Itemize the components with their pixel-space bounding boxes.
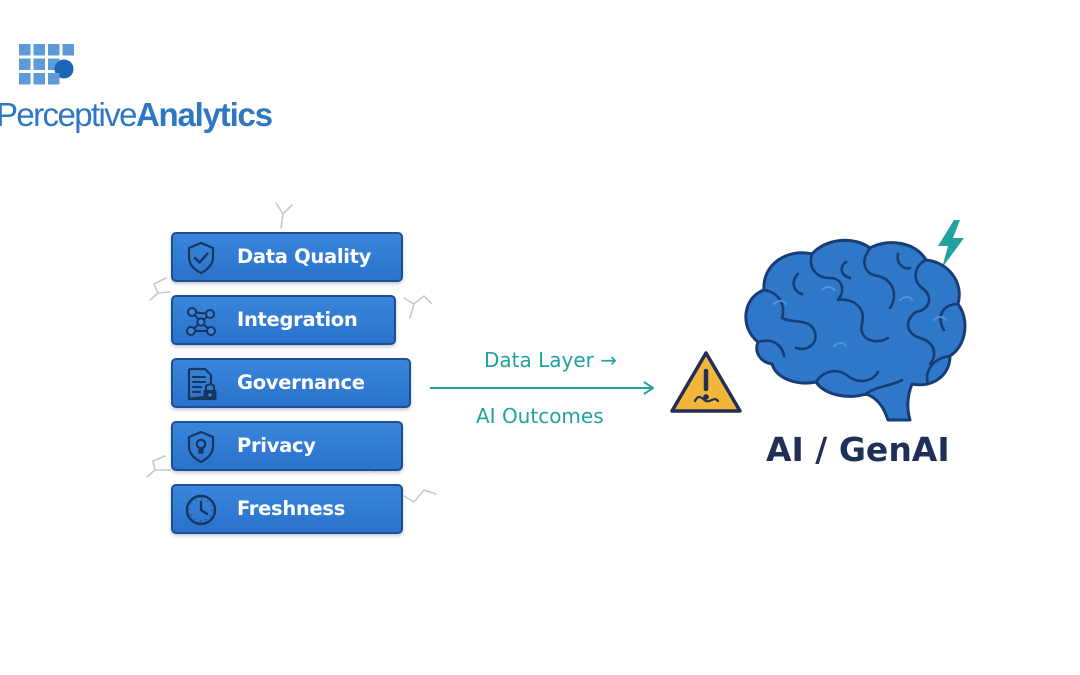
logo-text-bold: Analytics	[135, 96, 273, 133]
flow-label-bottom: AI Outcomes	[476, 404, 604, 428]
brain-icon	[744, 238, 967, 422]
warning-triangle-icon	[670, 351, 742, 413]
shield-lock-icon	[187, 430, 215, 464]
document-lock-icon	[187, 367, 217, 401]
logo-grid-icon	[19, 44, 74, 85]
arrow-right-icon	[430, 381, 654, 395]
block-label: Governance	[237, 371, 365, 394]
block-governance: Governance	[171, 358, 411, 408]
flow-label-top: Data Layer →	[484, 348, 617, 372]
block-freshness: Freshness	[171, 484, 403, 534]
block-integration: Integration	[171, 295, 396, 345]
block-label: Privacy	[237, 434, 316, 457]
company-logo: PerceptiveAnalytics	[0, 0, 273, 140]
block-label: Integration	[237, 308, 358, 331]
lightning-bolt-icon	[938, 220, 964, 268]
clock-icon	[185, 494, 217, 526]
ai-genai-label: AI / GenAI	[766, 430, 950, 469]
logo-text-regular: Perceptive	[0, 96, 138, 133]
block-label: Data Quality	[237, 245, 372, 268]
network-nodes-icon	[186, 307, 216, 336]
shield-check-icon	[187, 241, 215, 275]
block-data-quality: Data Quality	[171, 232, 403, 282]
block-privacy: Privacy	[171, 421, 403, 471]
logo-wordmark: PerceptiveAnalytics	[0, 96, 273, 134]
block-label: Freshness	[237, 497, 346, 520]
